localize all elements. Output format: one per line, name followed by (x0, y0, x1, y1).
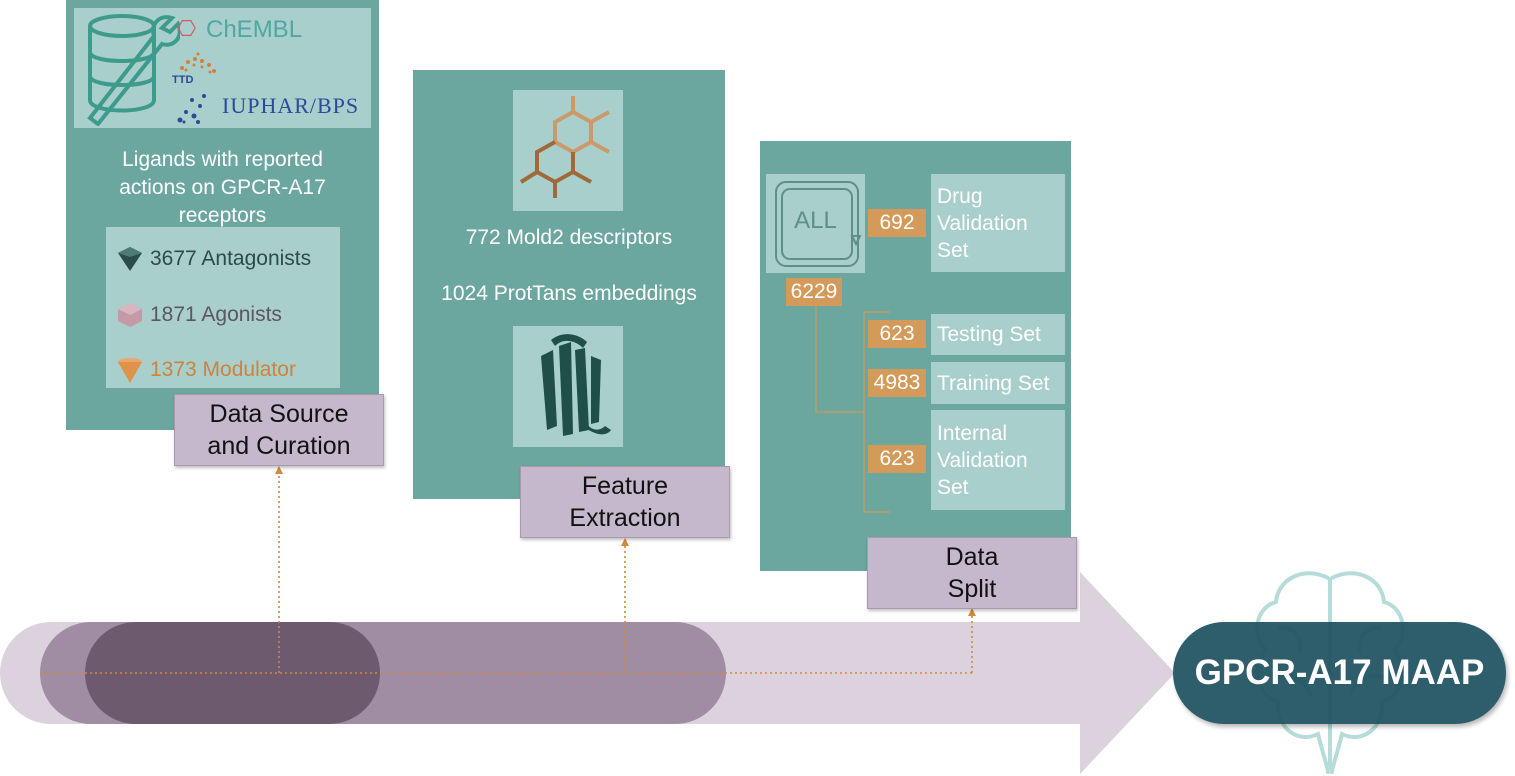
final-pill: GPCR-A17 MAAP (1173, 622, 1506, 724)
embeddings-text: 1024 ProtTans embeddings (441, 282, 697, 305)
all-data-icon (775, 181, 862, 267)
data-split-stage-label: Data Split (867, 537, 1077, 609)
chembl-logo: ChEMBL (206, 16, 303, 43)
database-wrench-icon (87, 14, 180, 126)
legend-modulator: 1373 Modulator (116, 356, 296, 384)
testing-count: 623 (868, 320, 926, 348)
stage-label-line: Extraction (569, 504, 681, 532)
training-set: Training Set (931, 362, 1065, 404)
set-label-line: Drug (937, 184, 983, 208)
drug-validation-count: 692 (868, 209, 926, 237)
stage-label-line: and Curation (207, 432, 351, 460)
legend-label: 3677 Antagonists (150, 247, 312, 270)
legend-antagonists: 3677 Antagonists (116, 245, 311, 273)
ttd-logo: TTD (172, 74, 194, 86)
stage-label-line: Split (947, 575, 997, 603)
data-source-stage-label: Data Source and Curation (174, 394, 384, 466)
stage-label-line: Data (945, 543, 999, 571)
set-label-line: Training Set (937, 371, 1050, 395)
feature-extraction-stage-label: Feature Extraction (520, 466, 730, 538)
iuphar-icon (177, 94, 206, 124)
ligand-description: Ligands with reported actions on GPCR-A1… (66, 146, 379, 230)
diamond-gem-icon (118, 247, 142, 271)
description-line: receptors (178, 204, 267, 227)
set-label-line: Set (937, 238, 969, 262)
drug-validation-set: Drug Validation Set (931, 174, 1065, 272)
set-label-line: Validation (937, 448, 1028, 472)
legend-label: 1871 Agonists (150, 303, 282, 326)
cone-icon (118, 358, 142, 383)
description-line: actions on GPCR-A17 (119, 176, 326, 199)
testing-set: Testing Set (931, 314, 1065, 355)
protein-icon (541, 334, 611, 436)
split-connectors (815, 306, 890, 513)
ligand-legend: 3677 Antagonists 1871 Agonists 1373 Modu… (106, 227, 340, 388)
set-label-line: Internal (937, 421, 1008, 445)
internal-validation-count: 623 (868, 445, 926, 473)
cube-icon (118, 303, 142, 327)
set-label-line: Validation (937, 211, 1028, 235)
stage-label-line: Data Source (209, 400, 349, 428)
description-line: Ligands with reported (122, 148, 323, 171)
descriptors-text: 772 Mold2 descriptors (465, 226, 673, 249)
protein-image (513, 326, 623, 447)
internal-validation-set: Internal Validation Set (931, 410, 1065, 510)
molecule-image (513, 90, 623, 211)
final-label: GPCR-A17 MAAP (1194, 653, 1485, 692)
database-logos: ⎔ ChEMBL TTD IUPHAR/BPS (74, 8, 371, 128)
iuphar-logo: IUPHAR/BPS (222, 93, 360, 118)
legend-label: 1373 Modulator (150, 358, 296, 381)
molecule-icon (519, 96, 610, 198)
all-icon-text: ALL (794, 207, 837, 234)
total-count-badge: 6229 (786, 278, 842, 306)
set-label-line: Testing Set (937, 323, 1041, 346)
chembl-icon: ⎔ (177, 16, 197, 41)
ttd-icon (180, 52, 216, 74)
training-count: 4983 (868, 369, 926, 397)
set-label-line: Set (937, 475, 969, 499)
stage-label-line: Feature (581, 472, 669, 500)
legend-agonists: 1871 Agonists (116, 301, 282, 329)
all-data-icon-box: ALL (766, 174, 865, 273)
